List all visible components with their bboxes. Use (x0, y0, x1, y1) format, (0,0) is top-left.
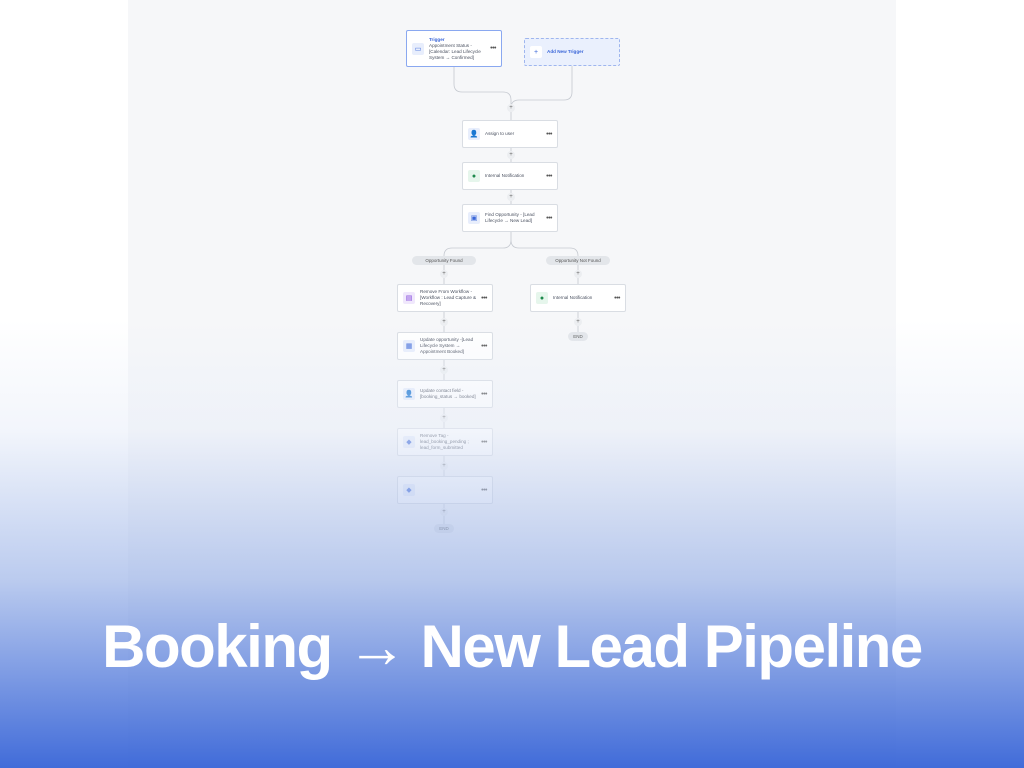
tag-icon: ◆ (403, 484, 415, 496)
user-icon: 👤 (468, 128, 480, 140)
add-trigger-label: Add New Trigger (547, 49, 584, 54)
step-card[interactable]: 👤 Assign to user ••• (462, 120, 558, 148)
add-step-button[interactable]: + (507, 151, 515, 159)
add-step-button[interactable]: + (440, 508, 448, 516)
more-icon[interactable]: ••• (546, 130, 552, 138)
step-card[interactable]: 👤 Update contact field - [booking_status… (397, 380, 493, 408)
add-step-button[interactable]: + (440, 318, 448, 326)
step-text: Update contact field - [booking_status →… (420, 388, 476, 399)
add-step-button[interactable]: + (440, 366, 448, 374)
step-card[interactable]: ▦ Update opportunity -[Lead Lifecycle Sy… (397, 332, 493, 360)
page-title: Booking → New Lead Pipeline (102, 613, 923, 680)
step-card[interactable]: ● Internal Notification ••• (530, 284, 626, 312)
end-marker: END (568, 332, 588, 341)
add-trigger-button[interactable]: + Add New Trigger (524, 38, 620, 66)
plus-icon: + (530, 46, 542, 58)
add-step-button[interactable]: + (507, 104, 515, 112)
add-step-button[interactable]: + (507, 193, 515, 201)
step-text: Find Opportunity - [Lead Lifecycle → New… (485, 212, 535, 223)
step-card[interactable]: ◆ Remove Tag - lead_booking_pending ; le… (397, 428, 493, 456)
more-icon[interactable]: ••• (481, 486, 487, 494)
more-icon[interactable]: ••• (546, 172, 552, 180)
more-icon[interactable]: ••• (481, 390, 487, 398)
add-step-button[interactable]: + (440, 462, 448, 470)
tag-icon: ◆ (403, 436, 415, 448)
calendar-icon: ▭ (412, 42, 424, 55)
find-icon: ▣ (468, 212, 480, 224)
more-icon[interactable]: ••• (481, 438, 487, 446)
more-icon[interactable]: ••• (490, 45, 496, 52)
bell-icon: ● (468, 170, 480, 182)
branch-found-label[interactable]: Opportunity Found (412, 256, 476, 265)
more-icon[interactable]: ••• (481, 294, 487, 302)
step-card[interactable]: ● Internal Notification ••• (462, 162, 558, 190)
step-text: Assign to user (485, 131, 515, 136)
add-step-button[interactable]: + (440, 414, 448, 422)
opportunity-icon: ▦ (403, 340, 415, 352)
more-icon[interactable]: ••• (614, 294, 620, 302)
step-text: Internal Notification (553, 295, 593, 300)
more-icon[interactable]: ••• (546, 214, 552, 222)
workflow-icon: ▤ (403, 292, 415, 304)
add-step-button[interactable]: + (574, 318, 582, 326)
step-text: Remove From Workflow - [Workflow : Lead … (420, 289, 477, 306)
step-card[interactable]: ◆ ••• (397, 476, 493, 504)
branch-not-found-label[interactable]: Opportunity Not Found (546, 256, 610, 265)
step-card[interactable]: ▣ Find Opportunity - [Lead Lifecycle → N… (462, 204, 558, 232)
add-step-button[interactable]: + (574, 270, 582, 278)
more-icon[interactable]: ••• (481, 342, 487, 350)
step-text: Internal Notification (485, 173, 525, 178)
end-marker: END (434, 524, 454, 533)
step-card[interactable]: ▤ Remove From Workflow - [Workflow : Lea… (397, 284, 493, 312)
step-text: Remove Tag - lead_booking_pending ; lead… (420, 433, 469, 450)
bell-icon: ● (536, 292, 548, 304)
trigger-text: Appointment Status - [Calendar: Lead Lif… (429, 42, 481, 60)
step-text: Update opportunity -[Lead Lifecycle Syst… (420, 337, 474, 354)
add-step-button[interactable]: + (440, 270, 448, 278)
contact-icon: 👤 (403, 388, 415, 400)
